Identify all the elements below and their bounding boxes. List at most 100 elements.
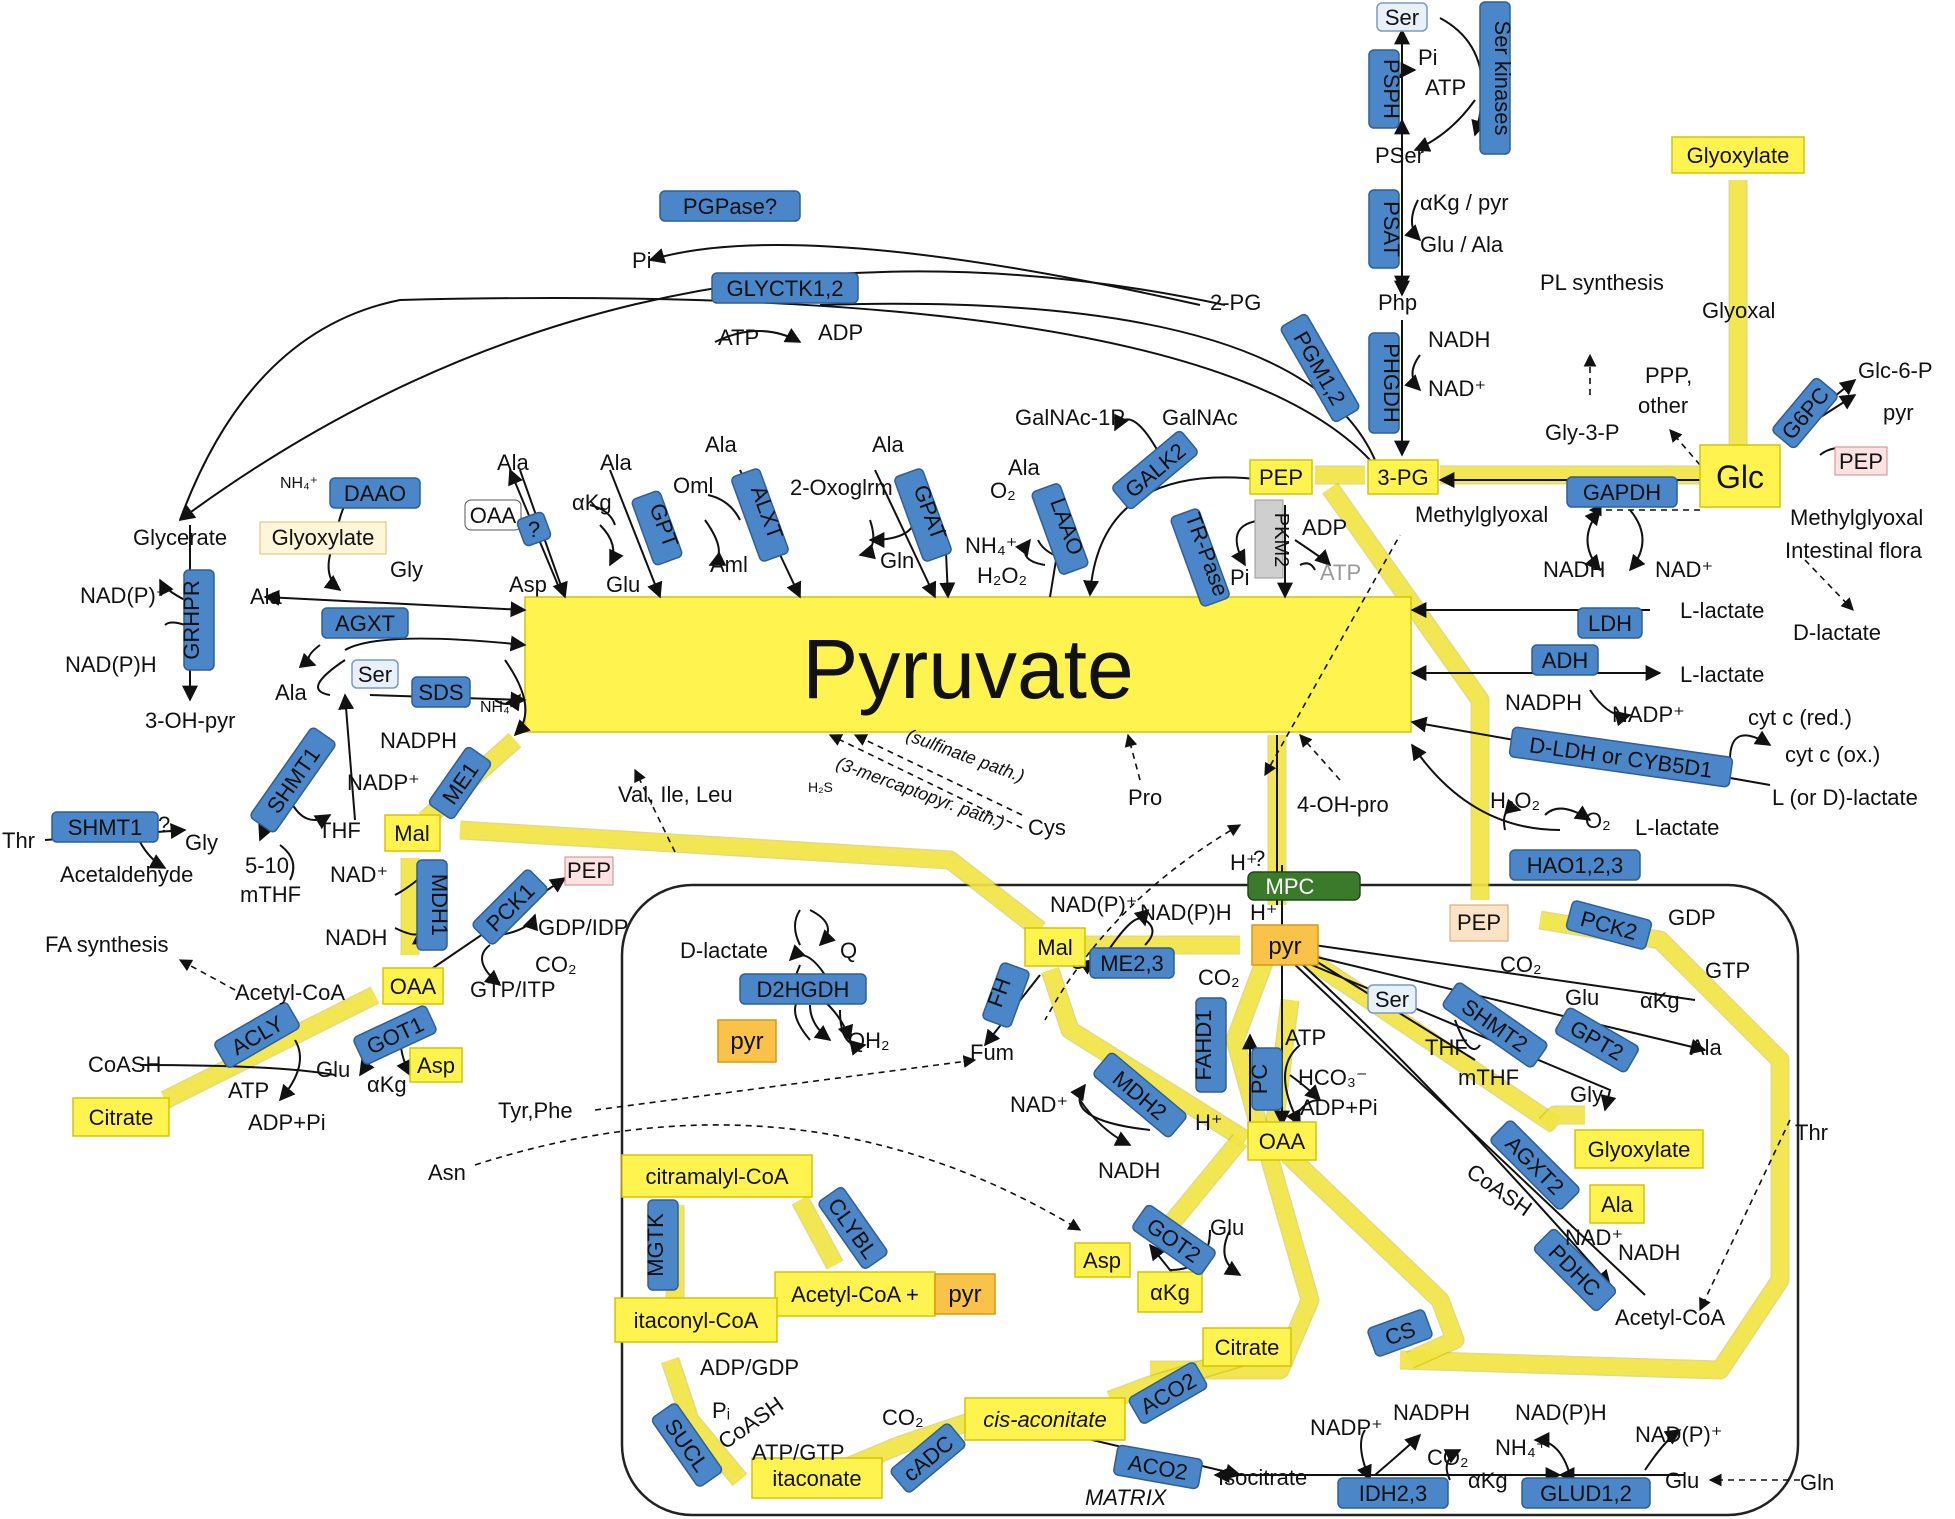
mitochondrial-matrix [620, 883, 1800, 1517]
got1-enzyme[interactable]: GOT1 [352, 1005, 437, 1066]
cs-enzyme[interactable]: CS [1367, 1309, 1434, 1358]
trpase-enzyme[interactable]: TR-Pase [1170, 508, 1234, 608]
adh-enzyme[interactable]: ADH [1531, 644, 1599, 676]
asp-c-box[interactable]: Asp [409, 1047, 463, 1083]
svg-text:FAHD1: FAHD1 [1191, 1010, 1216, 1081]
me23-enzyme[interactable]: ME2,3 [1089, 947, 1175, 979]
glud-enzyme[interactable]: GLUD1,2 [1521, 1477, 1651, 1509]
grhpr-enzyme[interactable]: GRHPR [179, 569, 215, 671]
citrate-c-box[interactable]: Citrate [72, 1097, 170, 1137]
pyr-m-box[interactable]: pyr [1251, 924, 1319, 966]
pyr-acoa-box[interactable]: pyr [934, 1273, 996, 1315]
shmt1b-enzyme[interactable]: SHMT1 [51, 811, 159, 843]
label-akg-pyr: αKg / pyr [1420, 190, 1509, 215]
glyoxylate-top-box[interactable]: Glyoxylate [1671, 136, 1805, 174]
label-sulf: (sulfinate path.) [904, 725, 1027, 786]
acoa-pyr-box[interactable]: Acetyl-CoA + [774, 1271, 936, 1317]
label-isocitrate: Isocitrate [1218, 1465, 1307, 1490]
mgtk-enzyme[interactable]: MGTK [643, 1199, 679, 1291]
itaconyl-box[interactable]: itaconyl-CoA [614, 1297, 778, 1343]
gpt2-enzyme[interactable]: GPT2 [1554, 1007, 1640, 1074]
pyr-d2-box[interactable]: pyr [717, 1019, 777, 1063]
label-nad-pdhc: NAD⁺ [1565, 1225, 1623, 1250]
laao-enzyme[interactable]: LAAO [1031, 483, 1089, 576]
oaa-c-box[interactable]: OAA [464, 499, 522, 531]
pep-m-box[interactable]: PEP [1449, 904, 1509, 942]
idh-enzyme[interactable]: IDH2,3 [1337, 1477, 1449, 1509]
d2hgdh-enzyme[interactable]: D2HGDH [739, 973, 867, 1005]
oaa-m-box[interactable]: OAA [1247, 1121, 1317, 1161]
reaction-arrows [44, 17, 1881, 1487]
label-akg-got1: αKg [367, 1072, 407, 1097]
aco2b-enzyme[interactable]: ACO2 [1113, 1444, 1203, 1490]
phgdh-enzyme[interactable]: PHGDH [1368, 332, 1404, 434]
mal-c-box[interactable]: Mal [384, 814, 441, 852]
q-enzyme[interactable]: ? [516, 511, 552, 547]
ldh-enzyme[interactable]: LDH [1577, 607, 1643, 639]
svg-text:GRHPR: GRHPR [179, 580, 204, 659]
label-gtp-itp: GTP/ITP [470, 977, 556, 1002]
label-llac-ldh: L-lactate [1680, 598, 1764, 623]
agxt-enzyme[interactable]: AGXT [321, 607, 409, 639]
pep-pck1-box[interactable]: PEP [564, 856, 614, 886]
oaa-cyt-box[interactable]: OAA [382, 967, 444, 1005]
pck2-enzyme[interactable]: PCK2 [1565, 900, 1653, 950]
gpt-enzyme[interactable]: GPT [631, 490, 684, 566]
glyoxylate-daao-box[interactable]: Glyoxylate [259, 521, 387, 555]
fahd1-enzyme[interactable]: FAHD1 [1191, 997, 1227, 1093]
label-llac-hao: L-lactate [1635, 815, 1719, 840]
svg-text:Glyoxylate: Glyoxylate [272, 525, 375, 550]
pkm2-enzyme[interactable] [1254, 499, 1284, 579]
label-cytc-ox: cyt c (ox.) [1785, 742, 1880, 767]
label-pi-top: Pi [1418, 45, 1438, 70]
glyctk-enzyme[interactable]: GLYCTK1,2 [711, 272, 859, 304]
citramalyl-box[interactable]: citramalyl-CoA [621, 1154, 813, 1198]
psph-enzyme[interactable]: PSPH [1368, 49, 1404, 129]
ala-m-box[interactable]: Ala [1589, 1184, 1645, 1224]
pgm-enzyme[interactable]: PGM1,2 [1280, 313, 1361, 423]
pep-top-box[interactable]: PEP [1249, 459, 1313, 495]
ser-m-box[interactable]: Ser [1367, 984, 1417, 1014]
label-dlactate-r: D-lactate [1793, 620, 1881, 645]
label-mg-flora1: Methylglyoxal [1790, 505, 1923, 530]
label-hplus2: H⁺ [1250, 900, 1278, 925]
gapdh-enzyme[interactable]: GAPDH [1566, 476, 1678, 508]
serkin-enzyme[interactable]: Ser kinases [1479, 1, 1515, 155]
svg-text:PEP: PEP [1259, 465, 1303, 490]
citrate-m-box[interactable]: Citrate [1202, 1327, 1292, 1367]
pgpase-enzyme[interactable]: PGPase? [659, 190, 801, 222]
mal-m-box[interactable]: Mal [1024, 927, 1086, 967]
itaconate-box[interactable]: itaconate [751, 1457, 883, 1499]
daao-enzyme[interactable]: DAAO [329, 477, 421, 509]
mdh1-enzyme[interactable]: MDH1 [416, 859, 452, 951]
ser-top-box[interactable]: Ser [1376, 2, 1428, 32]
pyruvate-box[interactable] [524, 596, 1412, 733]
me1-enzyme[interactable]: ME1 [428, 746, 493, 821]
galk2-enzyme[interactable]: GALK2 [1111, 430, 1199, 511]
alxt-enzyme[interactable]: ALXT [731, 468, 790, 563]
label-co2-pck2: CO₂ [1500, 952, 1542, 977]
glc-box[interactable]: Glc [1699, 444, 1781, 508]
pep-g6pc-box[interactable]: PEP [1834, 446, 1888, 476]
asp-m-box[interactable]: Asp [1074, 1242, 1131, 1278]
label-nad-mdh2: NAD⁺ [1010, 1092, 1068, 1117]
label-nadp-idh: NADP⁺ [1310, 1415, 1383, 1440]
psat-enzyme[interactable]: PSAT [1368, 189, 1404, 269]
cisacon-box[interactable]: cis-aconitate [964, 1397, 1126, 1441]
dldh-enzyme[interactable]: D-LDH or CYB5D1 [1508, 726, 1734, 788]
akg-m-box[interactable]: αKg [1137, 1271, 1203, 1313]
label-atp-acly: ATP [228, 1078, 269, 1103]
sds-enzyme[interactable]: SDS [411, 676, 471, 708]
hao-enzyme[interactable]: HAO1,2,3 [1509, 849, 1641, 881]
pc-enzyme[interactable]: PC [1247, 1047, 1283, 1111]
label-co2-idh: CO₂ [1427, 1445, 1469, 1470]
glyoxylate-m-box[interactable]: Glyoxylate [1574, 1129, 1704, 1169]
pck1-enzyme[interactable]: PCK1 [471, 868, 549, 946]
label-adp-pk: ADP [1302, 515, 1347, 540]
g6pc-enzyme[interactable]: G6PC [1771, 377, 1839, 450]
mpc-transporter[interactable] [1247, 871, 1361, 901]
svg-text:PEP: PEP [1839, 449, 1883, 474]
3pg-box[interactable]: 3-PG [1367, 459, 1439, 495]
ser-left-box[interactable]: Ser [351, 659, 399, 689]
svg-text:itaconyl-CoA: itaconyl-CoA [634, 1308, 759, 1333]
